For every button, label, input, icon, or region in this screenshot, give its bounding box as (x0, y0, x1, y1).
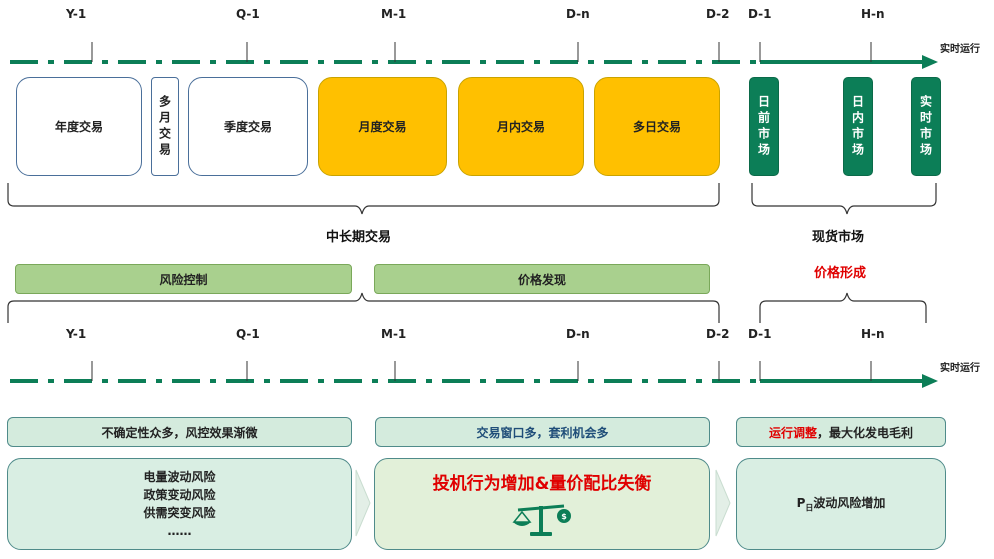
tick-top-d1: D-1 (748, 7, 772, 21)
spot-market-label: 现货市场 (812, 230, 865, 245)
intraday-market-label: 日内市场 (850, 94, 865, 159)
price-volatility-text: 波动风险增加 (813, 496, 886, 511)
timeline-bottom-ticks (91, 361, 872, 381)
risk-item-ellipsis: …… (167, 524, 192, 538)
monthly-trade-box: 月度交易 (318, 77, 447, 176)
balance-scale-icon: $ (512, 504, 571, 536)
tick-bottom-dn: D-n (566, 327, 590, 341)
price-discovery-bar: 价格发现 (374, 264, 710, 294)
risk-control-label: 风险控制 (159, 272, 208, 287)
operation-adjust-bar: 运行调整，最大化发电毛利 (736, 417, 946, 447)
chevron-right (715, 469, 731, 537)
intraday-market-box: 日内市场 (843, 77, 873, 176)
realtime-market-label: 实时市场 (918, 94, 933, 159)
risk-item-energy: 电量波动风险 (143, 470, 216, 484)
price-discovery-label: 价格发现 (517, 272, 566, 287)
multi-day-trade-label: 多日交易 (632, 120, 681, 134)
chevron-left (355, 469, 371, 537)
operation-adjust-rest: ，最大化发电毛利 (817, 425, 914, 440)
risk-control-bar: 风险控制 (15, 264, 352, 294)
uncertainty-bar: 不确定性众多，风控效果渐微 (7, 417, 352, 447)
timeline-top-end-label: 实时运行 (940, 44, 980, 55)
quarterly-trade-box: 季度交易 (188, 77, 308, 176)
tick-top-d2: D-2 (706, 7, 730, 21)
tick-bottom-q1: Q-1 (236, 327, 260, 341)
day-ahead-market-box: 日前市场 (749, 77, 779, 176)
price-subscript: 日 (805, 503, 814, 513)
multi-day-trade-box: 多日交易 (594, 77, 720, 176)
arbitrage-bar: 交易窗口多，套利机会多 (375, 417, 710, 447)
day-ahead-market-label: 日前市场 (756, 94, 771, 159)
annual-trade-box: 年度交易 (16, 77, 142, 176)
function-brace (7, 292, 720, 323)
timeline-top-ticks (91, 42, 872, 62)
price-volatility-box: P日波动风险增加 (736, 458, 946, 550)
mid-long-brace (7, 183, 720, 215)
monthly-trade-label: 月度交易 (358, 120, 407, 134)
tick-top-m1: M-1 (381, 7, 407, 21)
price-symbol: P (796, 496, 806, 511)
tick-bottom-d1: D-1 (748, 327, 772, 341)
tick-bottom-m1: M-1 (381, 327, 407, 341)
spot-brace (751, 183, 937, 215)
tick-top-hn: H-n (861, 7, 885, 21)
mid-long-label: 中长期交易 (326, 230, 392, 245)
realtime-market-box: 实时市场 (911, 77, 941, 176)
risk-item-supply-demand: 供需突变风险 (143, 506, 216, 520)
quarterly-trade-label: 季度交易 (223, 120, 272, 134)
arbitrage-label: 交易窗口多，套利机会多 (476, 425, 609, 440)
tick-bottom-hn: H-n (861, 327, 885, 341)
multi-month-trade-box: 多月交易 (151, 77, 179, 176)
timeline-bottom-end-label: 实时运行 (940, 363, 980, 374)
price-formation-label: 价格形成 (814, 266, 867, 281)
timeline-bottom-arrowhead (922, 374, 938, 388)
tick-top-dn: D-n (566, 7, 590, 21)
risk-list-box: 电量波动风险 政策变动风险 供需突变风险 …… (7, 458, 352, 550)
multi-month-trade-label: 多月交易 (157, 94, 172, 159)
risk-item-policy: 政策变动风险 (143, 488, 216, 502)
tick-bottom-d2: D-2 (706, 327, 730, 341)
tick-top-y1: Y-1 (66, 7, 87, 21)
operation-adjust-highlight: 运行调整 (768, 425, 817, 440)
svg-text:$: $ (561, 512, 567, 521)
intra-month-trade-box: 月内交易 (458, 77, 584, 176)
intra-month-trade-label: 月内交易 (496, 120, 545, 134)
price-volatility-label: P日波动风险增加 (797, 494, 886, 513)
price-formation-brace (759, 292, 927, 323)
annual-trade-label: 年度交易 (54, 120, 103, 134)
tick-bottom-y1: Y-1 (66, 327, 87, 341)
tick-top-q1: Q-1 (236, 7, 260, 21)
timeline-top-arrowhead (922, 55, 938, 69)
uncertainty-label: 不确定性众多，风控效果渐微 (101, 425, 258, 440)
speculation-box: 投机行为增加&量价配比失衡 $ (374, 458, 710, 550)
speculation-title: 投机行为增加&量价配比失衡 (432, 474, 652, 494)
